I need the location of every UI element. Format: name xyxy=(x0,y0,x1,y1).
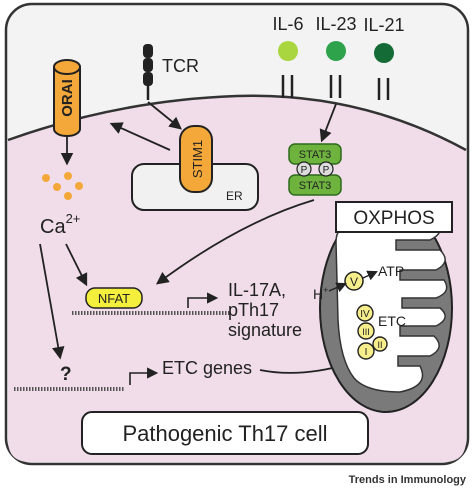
arrow-to-atp xyxy=(362,270,378,281)
promoter-arrow-etc xyxy=(129,367,159,385)
er-label: ER xyxy=(226,189,243,203)
journal-footer: Trends in Immunology xyxy=(348,474,466,486)
complex-iv xyxy=(356,304,374,322)
calcium-label: Ca2+ xyxy=(40,211,80,238)
il21-ligand xyxy=(374,43,394,63)
il6-label: IL-6 xyxy=(272,14,303,34)
il6-receptor xyxy=(281,75,294,98)
cell-title-box xyxy=(81,411,369,455)
complex-ii xyxy=(372,336,388,352)
phospho-left-label: P xyxy=(301,165,308,176)
arrow-stat3-to-nfat xyxy=(155,199,315,285)
nfat-label: NFAT xyxy=(98,291,130,306)
il23-label: IL-23 xyxy=(315,14,356,34)
il17-label-line2: pTh17 xyxy=(228,300,279,320)
arrow-h-to-complex-v xyxy=(328,282,347,293)
arrow-il23-to-stat3 xyxy=(319,103,337,143)
il21-label: IL-21 xyxy=(363,15,404,35)
nfat-protein xyxy=(85,287,143,309)
promoter-arrow-il17 xyxy=(187,292,219,308)
stim1-label: STIM1 xyxy=(190,140,205,178)
il17-label-line1: IL-17A, xyxy=(228,280,286,300)
etc-label: ETC xyxy=(378,313,406,329)
tcr-label: TCR xyxy=(162,56,199,76)
arrow-calcium-to-unknown xyxy=(39,243,65,360)
complex-i xyxy=(357,342,375,360)
stat3-dimer: STAT3 STAT3 P P xyxy=(288,143,342,196)
stat3-bottom-label: STAT3 xyxy=(299,180,332,192)
oxphos-label: OXPHOS xyxy=(353,208,434,229)
atp-label: ATP xyxy=(378,263,404,279)
complex-iv-label: IV xyxy=(360,309,370,320)
il23-receptor xyxy=(329,75,342,98)
arrow-stim1-to-orai xyxy=(109,122,171,151)
etc-genes-label: ETC genes xyxy=(162,358,252,378)
cell-title: Pathogenic Th17 cell xyxy=(122,421,327,446)
complex-v-label: V xyxy=(350,275,358,289)
il23-ligand xyxy=(326,41,346,61)
il6-ligand xyxy=(278,41,298,61)
complex-iii xyxy=(357,322,375,340)
il17-label-line3: signature xyxy=(228,320,302,340)
h-plus-label: H+ xyxy=(313,285,328,302)
complex-ii-label: II xyxy=(377,340,382,350)
unknown-factor: ? xyxy=(60,364,72,385)
il21-receptor xyxy=(377,78,390,100)
oxphos-box xyxy=(335,201,453,233)
stat3-top-label: STAT3 xyxy=(299,149,332,161)
calcium-ions xyxy=(42,172,83,200)
orai-label: ORAI xyxy=(59,79,76,117)
complex-v xyxy=(344,271,364,291)
tcr-receptor xyxy=(143,44,153,100)
phospho-right-label: P xyxy=(323,165,330,176)
arrow-tcr-to-stim1 xyxy=(147,101,182,130)
arrow-calcium-to-nfat xyxy=(65,243,88,287)
complex-iii-label: III xyxy=(362,327,370,337)
stim1-protein xyxy=(179,125,213,193)
complex-i-label: I xyxy=(365,347,368,358)
orai-channel: ORAI xyxy=(53,59,81,137)
